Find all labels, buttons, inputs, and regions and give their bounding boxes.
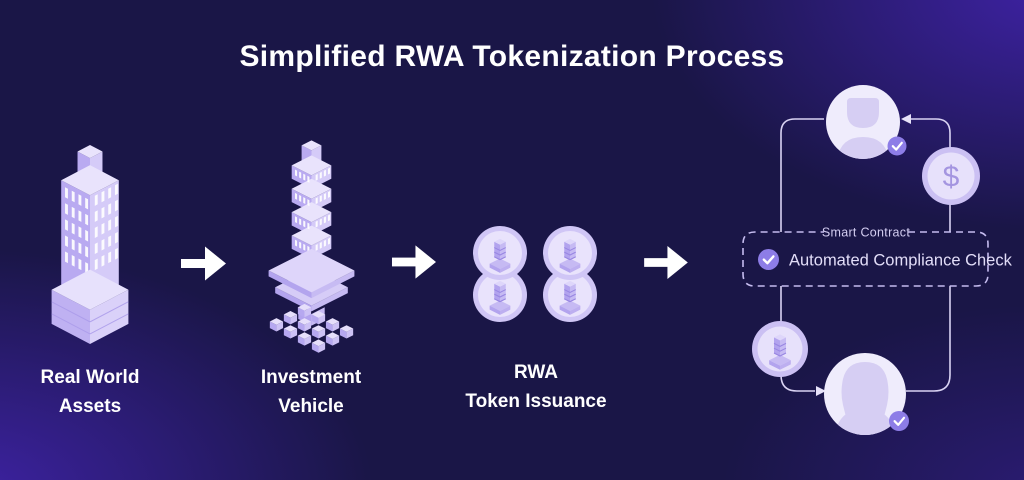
issuer-avatar-icon [824, 353, 909, 435]
step-label-rwa-token-issuance: RWA Token Issuance [456, 358, 616, 416]
step-label-real-world-assets: Real World Assets [16, 363, 164, 421]
flow-arrow-icon [181, 246, 226, 281]
token-coin-icon [752, 321, 808, 377]
arrowhead-to-investor-icon [901, 114, 911, 124]
connector-line-top-right [911, 118, 951, 232]
smart-contract-label: Smart Contract [822, 226, 910, 240]
connector-lines [780, 118, 951, 392]
dollar-symbol: $ [943, 161, 960, 194]
step-label-line: Real World [40, 367, 140, 388]
step-label-investment-vehicle: Investment Vehicle [241, 363, 381, 421]
step-label-line: RWA [514, 362, 558, 383]
page-title: Simplified RWA Tokenization Process [239, 40, 785, 73]
flow-arrow-icon [391, 245, 436, 279]
connector-line-bottom-right [906, 286, 951, 392]
step-real-world-assets [42, 139, 138, 350]
connector-line-bottom-left [780, 286, 815, 392]
verified-badge-icon [889, 411, 909, 431]
compliance-check-icon [758, 249, 779, 270]
building-icon [51, 145, 129, 344]
step-label-line: Assets [58, 396, 122, 417]
step-label-line: Token Issuance [465, 391, 607, 412]
arrowhead-to-holder-icon [816, 386, 826, 396]
compliance-check-label: Automated Compliance Check [789, 252, 1013, 270]
token-coins-icon [473, 226, 597, 322]
flow-arrow-icon [644, 246, 688, 279]
step-label-line: Vehicle [278, 396, 344, 417]
investment-vehicle-icon [268, 140, 355, 353]
investor-avatar-icon [826, 85, 907, 159]
dollar-coin-icon: $ [922, 147, 980, 205]
verified-badge-icon [887, 136, 907, 156]
step-rwa-token-issuance [472, 225, 600, 323]
smart-contract-box: Smart Contract Automated Compliance Chec… [742, 226, 1013, 287]
connector-line-top-left [780, 118, 824, 232]
step-investment-vehicle [262, 137, 361, 354]
step-label-line: Investment [260, 367, 362, 388]
